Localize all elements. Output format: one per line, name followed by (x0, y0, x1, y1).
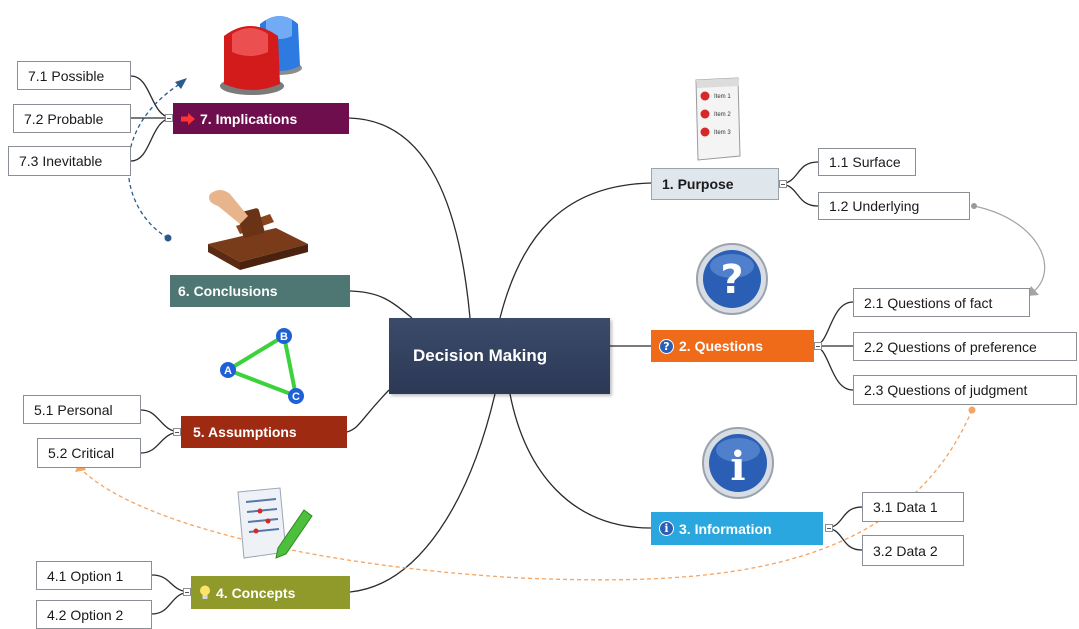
subtopic-inevitable-label: 7.3 Inevitable (19, 153, 103, 169)
link-purpose (499, 182, 652, 319)
collapse-implications[interactable] (165, 114, 173, 122)
subtopic-option-2-label: 4.2 Option 2 (47, 606, 124, 623)
topic-questions-label: 2. Questions (679, 338, 764, 354)
link-implications (348, 117, 471, 319)
subtopic-surface-label: 1.1 Surface (829, 154, 901, 170)
document-pencil-clipart (237, 487, 313, 559)
topic-assumptions-label: 5. Assumptions (193, 424, 297, 440)
subtopic-data-2-label: 3.2 Data 2 (873, 542, 938, 559)
question-globe-clipart: ? (696, 243, 768, 315)
node-b-label: B (280, 331, 288, 343)
arrow-icon (181, 112, 195, 125)
checklist-clipart: Item 1 Item 2 Item 3 (695, 77, 741, 161)
topic-conclusions-label: 6. Conclusions (178, 283, 278, 299)
subtopic-personal[interactable]: 5.1 Personal (23, 395, 141, 424)
question-mark: ? (720, 257, 743, 303)
info-mark: i (730, 443, 745, 490)
subtopic-inevitable[interactable]: 7.3 Inevitable (8, 146, 131, 176)
link-information (509, 393, 652, 529)
subtopic-underlying[interactable]: 1.2 Underlying (818, 192, 970, 220)
subtopic-possible[interactable]: 7.1 Possible (17, 61, 131, 90)
subtopic-data-2[interactable]: 3.2 Data 2 (862, 535, 964, 566)
topic-implications-label: 7. Implications (200, 110, 298, 127)
checklist-item-2: Item 2 (714, 112, 731, 118)
subtopic-critical-label: 5.2 Critical (48, 445, 115, 461)
node-c-label: C (292, 391, 300, 403)
subtopic-preference-label: 2.2 Questions of preference (864, 338, 1037, 355)
relationship-arrow-gray (973, 205, 1046, 293)
subtopic-fact-label: 2.1 Questions of fact (864, 294, 993, 311)
lightbulb-icon (199, 585, 211, 600)
subtopic-possible-label: 7.1 Possible (28, 67, 105, 84)
collapse-concepts[interactable] (183, 588, 191, 596)
subtopic-questions-of-judgment[interactable]: 2.3 Questions of judgment (853, 375, 1077, 405)
siren-clipart (220, 16, 302, 95)
subtopic-option-2[interactable]: 4.2 Option 2 (36, 600, 152, 629)
topic-concepts[interactable]: 4. Concepts (191, 576, 350, 609)
topic-implications[interactable]: 7. Implications (173, 103, 349, 134)
subtopic-probable[interactable]: 7.2 Probable (13, 104, 131, 133)
central-topic-label: Decision Making (413, 346, 548, 365)
subtopic-probable-label: 7.2 Probable (24, 110, 104, 127)
subtopic-questions-of-fact[interactable]: 2.1 Questions of fact (853, 288, 1030, 317)
topic-questions[interactable]: ? 2. Questions (651, 330, 814, 362)
central-topic[interactable]: Decision Making (389, 318, 610, 394)
collapse-information[interactable] (825, 524, 833, 532)
collapse-assumptions[interactable] (173, 428, 181, 436)
subtopic-option-1[interactable]: 4.1 Option 1 (36, 561, 152, 590)
subtopic-data-1-label: 3.1 Data 1 (873, 499, 938, 515)
subtopic-judgment-label: 2.3 Questions of judgment (864, 382, 1028, 398)
subtopic-underlying-label: 1.2 Underlying (829, 198, 920, 214)
topic-purpose[interactable]: 1. Purpose (651, 168, 779, 200)
topic-information-label: 3. Information (679, 520, 772, 537)
topic-purpose-label: 1. Purpose (662, 176, 734, 192)
subtopic-option-1-label: 4.1 Option 1 (47, 567, 124, 584)
subtopic-questions-of-preference[interactable]: 2.2 Questions of preference (853, 332, 1077, 361)
gavel-clipart (208, 190, 308, 270)
topic-concepts-label: 4. Concepts (216, 584, 296, 601)
collapse-questions[interactable] (814, 342, 822, 350)
link-assumptions (346, 389, 390, 433)
collapse-purpose[interactable] (779, 180, 787, 188)
node-a-label: A (224, 365, 232, 377)
subtopic-personal-label: 5.1 Personal (34, 401, 113, 418)
topic-assumptions[interactable]: 5. Assumptions (181, 416, 347, 448)
info-icon: i (659, 521, 674, 536)
checklist-item-3: Item 3 (714, 130, 731, 136)
checklist-item-1: Item 1 (714, 94, 731, 100)
subtopic-surface[interactable]: 1.1 Surface (818, 148, 916, 176)
triangle-abc-clipart: B A C (220, 328, 304, 404)
link-conclusions (349, 290, 413, 319)
subtopic-critical[interactable]: 5.2 Critical (37, 438, 141, 468)
subtopic-data-1[interactable]: 3.1 Data 1 (862, 492, 964, 522)
topic-conclusions[interactable]: 6. Conclusions (170, 275, 350, 307)
question-icon: ? (659, 338, 674, 354)
info-globe-clipart: i (702, 427, 774, 499)
topic-information[interactable]: i 3. Information (651, 512, 823, 545)
link-concepts (349, 393, 496, 593)
